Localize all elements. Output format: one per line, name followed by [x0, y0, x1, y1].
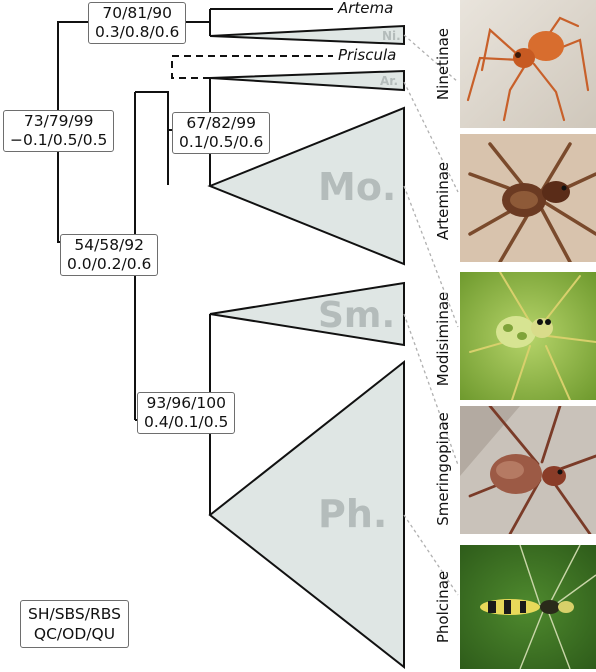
modisiminae-abbr: Mo.	[318, 165, 396, 209]
priscula-branch	[171, 55, 333, 79]
subfamily-pholcinae-label: Pholcinae	[434, 570, 452, 644]
smeringopinae-abbr: Sm.	[318, 295, 395, 336]
node-support-arteminae-modisiminae: 67/82/99 0.1/0.5/0.6	[172, 112, 271, 154]
node-support-line2: 0.0/0.2/0.6	[67, 255, 152, 273]
subfamily-ninetinae-label: Ninetinae	[434, 27, 452, 101]
node-support-stem: 54/58/92 0.0/0.2/0.6	[60, 234, 159, 276]
subfamily-smeringopinae-label: Smeringopinae	[434, 412, 452, 526]
node-support-smeringopinae-pholcinae: 93/96/100 0.4/0.1/0.5	[137, 392, 236, 434]
node-support-line1: 67/82/99	[186, 114, 257, 132]
support-legend: SH/SBS/RBS QC/OD/QU	[20, 600, 129, 648]
node-support-line1: 54/58/92	[74, 236, 145, 254]
legend-line2: QC/OD/QU	[33, 625, 116, 643]
subfamily-arteminae-label: Arteminae	[434, 161, 452, 241]
node-support-line2: −0.1/0.5/0.5	[10, 131, 108, 149]
subfamily-modisiminae-label: Modisiminae	[434, 291, 452, 387]
connector-arteminae	[403, 81, 459, 193]
photo-pholcinae	[460, 545, 596, 669]
connector-modisiminae	[403, 185, 459, 328]
taxon-artema: Artema	[338, 0, 394, 17]
ninetinae-abbr: Ni.	[382, 29, 401, 43]
connector-pholcinae	[403, 514, 459, 596]
legend-line1: SH/SBS/RBS	[28, 605, 121, 623]
connector-smeringopinae	[403, 313, 459, 466]
node-support-line1: 93/96/100	[146, 394, 226, 412]
pholcinae-abbr: Ph.	[318, 492, 387, 536]
photo-connectors	[403, 34, 459, 596]
arteminae-triangle	[209, 69, 405, 92]
arteminae-abbr: Ar.	[380, 74, 398, 88]
pholcinae-triangle	[208, 359, 405, 669]
node-support-line2: 0.4/0.1/0.5	[144, 413, 229, 431]
node-support-line1: 70/81/90	[102, 4, 173, 22]
ninetinae-triangle	[209, 24, 405, 46]
photo-arteminae	[460, 134, 596, 262]
taxon-priscula: Priscula	[338, 46, 397, 64]
node-support-ninetinae: 70/81/90 0.3/0.8/0.6	[88, 2, 187, 44]
node-support-line2: 0.1/0.5/0.6	[179, 133, 264, 151]
photo-ninetinae	[460, 0, 596, 128]
node-support-line1: 73/79/99	[23, 112, 94, 130]
photo-modisiminae	[460, 272, 596, 400]
node-support-root: 73/79/99 −0.1/0.5/0.5	[3, 110, 115, 152]
node-support-line2: 0.3/0.8/0.6	[95, 23, 180, 41]
arteminae-modisiminae-stem	[135, 91, 169, 185]
photo-smeringopinae	[460, 406, 596, 534]
